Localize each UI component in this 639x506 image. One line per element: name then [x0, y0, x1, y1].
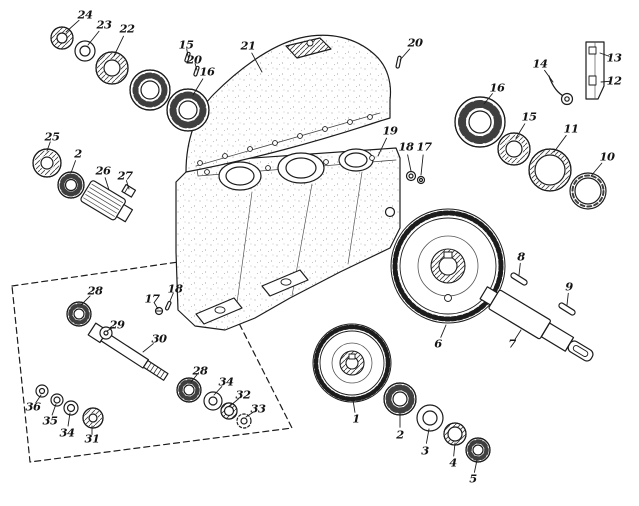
part-number-24: 24 — [77, 7, 93, 22]
seal-ring-part — [32, 148, 62, 178]
part-number-30: 30 — [151, 331, 167, 346]
part-number-15: 15 — [521, 109, 537, 124]
part-number-26: 26 — [95, 163, 111, 178]
keyway — [348, 353, 356, 360]
washer-part — [416, 175, 426, 185]
part-number-4: 4 — [449, 455, 457, 470]
breather-knob — [306, 39, 314, 47]
seal-ring-part — [220, 402, 238, 420]
seal-ring-part — [95, 51, 129, 85]
ball-bearing-part — [129, 69, 171, 111]
part-number-6: 6 — [434, 336, 442, 351]
ball-bearing-part — [57, 171, 85, 199]
part-number-5: 5 — [469, 471, 477, 486]
retaining-ring-part — [569, 172, 607, 210]
part-number-18: 18 — [398, 139, 414, 154]
key-part — [510, 272, 528, 286]
screw-part — [154, 306, 164, 316]
part-number-33: 33 — [250, 401, 266, 416]
seal-ring-part — [443, 422, 467, 446]
part-number-15: 15 — [178, 37, 194, 52]
small-gear-part — [312, 323, 392, 403]
dowel-pin-part — [395, 55, 402, 69]
part-number-17: 17 — [144, 291, 160, 306]
dowel-pin-part — [164, 300, 172, 311]
keyway — [572, 345, 589, 357]
gear-teeth — [392, 210, 504, 322]
ball-bearing-part — [66, 301, 92, 327]
gear-teeth — [313, 324, 391, 402]
castellated-nut-part — [236, 413, 252, 429]
cover-ring-part — [528, 148, 572, 192]
part-number-13: 13 — [606, 50, 622, 65]
part-number-2: 2 — [74, 146, 82, 161]
part-number-7: 7 — [508, 336, 516, 351]
part-number-32: 32 — [235, 387, 251, 402]
part-number-28: 28 — [87, 283, 103, 298]
subassembly-dashed-box — [11, 257, 293, 463]
part-number-22: 22 — [119, 21, 135, 36]
splined-sleeve-part — [80, 180, 134, 223]
part-number-34: 34 — [218, 374, 234, 389]
part-number-12: 12 — [606, 73, 622, 88]
part-number-36: 36 — [25, 399, 41, 414]
part-number-17: 17 — [416, 139, 432, 154]
washer-part — [416, 404, 444, 432]
part-number-9: 9 — [565, 279, 573, 294]
part-number-20: 20 — [407, 35, 423, 50]
part-number-34: 34 — [59, 425, 75, 440]
part-number-2: 2 — [396, 427, 404, 442]
key-part — [558, 302, 576, 316]
part-number-8: 8 — [517, 249, 525, 264]
part-number-27: 27 — [117, 168, 133, 183]
part-number-1: 1 — [352, 411, 360, 426]
part-number-35: 35 — [42, 413, 58, 428]
washer-part — [35, 384, 49, 398]
part-number-19: 19 — [382, 123, 398, 138]
dowel-pin-part — [193, 65, 200, 77]
cover-part — [185, 34, 392, 173]
part-number-18: 18 — [167, 281, 183, 296]
roller-bearing-part — [166, 88, 210, 132]
part-number-16: 16 — [489, 80, 505, 95]
drain-plug-boss — [384, 206, 396, 218]
part-number-16: 16 — [199, 64, 215, 79]
washer-part — [50, 393, 64, 407]
ball-bearing-part — [176, 377, 202, 403]
part-number-11: 11 — [563, 121, 579, 136]
callout-leader-lines — [35, 19, 610, 473]
seal-ring-part — [82, 407, 104, 429]
housing-part — [175, 147, 401, 331]
part-number-10: 10 — [599, 149, 615, 164]
bolt-part — [588, 75, 597, 86]
plug-part — [121, 183, 137, 198]
nut-part — [405, 170, 417, 182]
locknut-part — [50, 26, 74, 50]
screw-part — [588, 46, 597, 55]
output-shaft-part — [479, 286, 594, 362]
part-number-28: 28 — [192, 363, 208, 378]
oil-indicator-bracket — [585, 41, 605, 100]
dowel-pin-part — [184, 51, 191, 63]
washer-part — [63, 400, 79, 416]
hook-part — [548, 75, 574, 106]
ball-bearing-part — [454, 96, 506, 148]
washer-part — [74, 40, 96, 62]
keyway — [443, 251, 453, 259]
seal-ring-part — [497, 132, 531, 166]
washer-part — [203, 391, 223, 411]
ball-bearing-part — [465, 437, 491, 463]
part-number-29: 29 — [109, 317, 125, 332]
part-number-3: 3 — [421, 443, 429, 458]
part-number-20: 20 — [186, 52, 202, 67]
part-number-25: 25 — [44, 129, 60, 144]
part-number-14: 14 — [532, 56, 548, 71]
part-number-23: 23 — [96, 17, 112, 32]
ball-bearing-part — [383, 382, 417, 416]
part-number-31: 31 — [84, 431, 100, 446]
part-number-21: 21 — [240, 38, 256, 53]
large-gear-part — [390, 208, 506, 324]
